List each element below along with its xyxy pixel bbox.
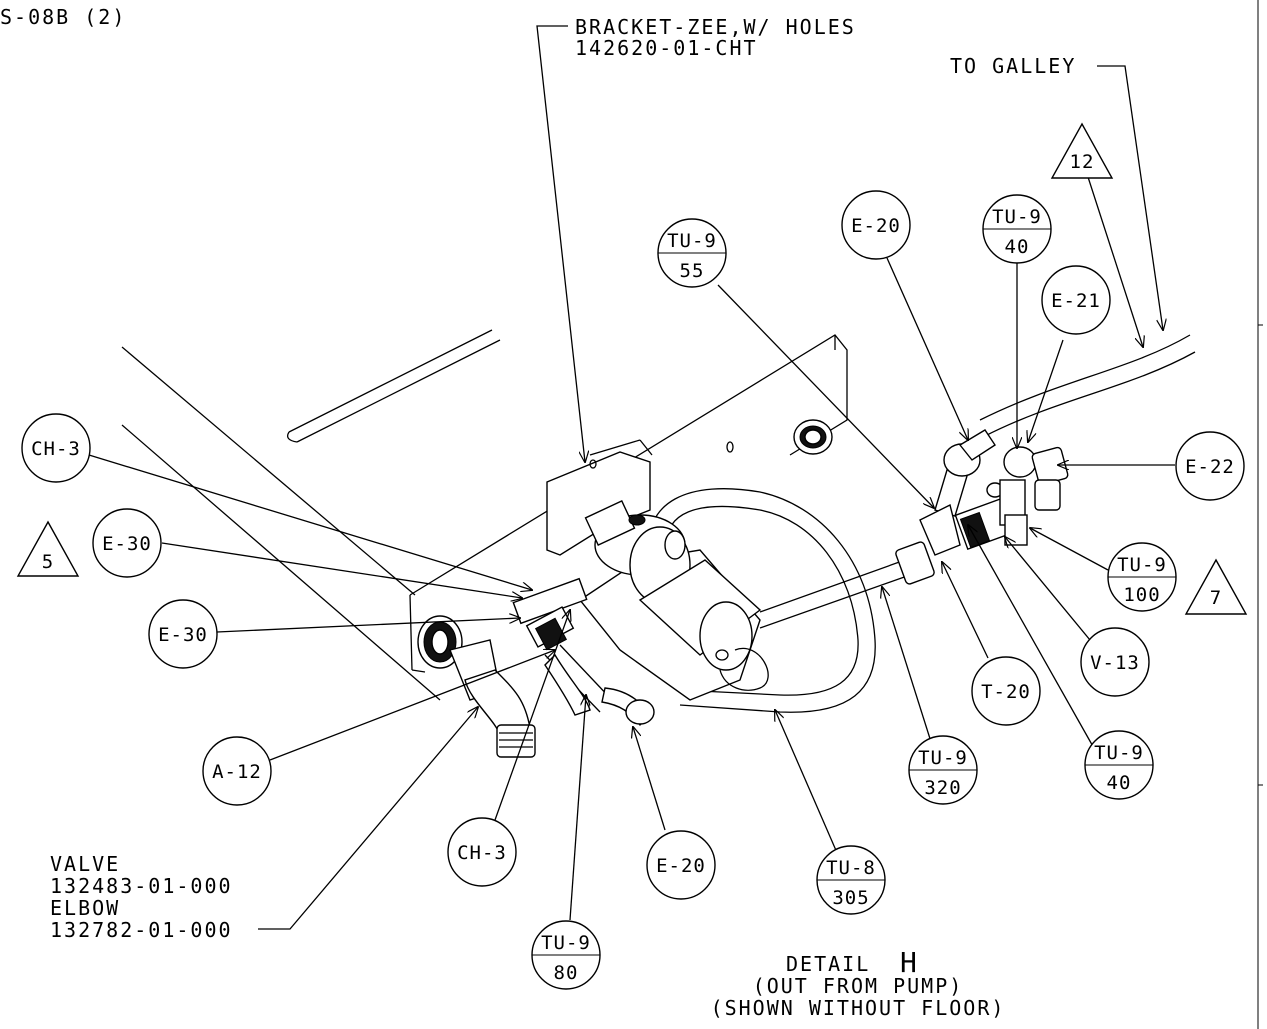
svg-text:TU-8: TU-8 — [826, 857, 876, 879]
bubble-e22: E-22 — [1175, 431, 1245, 501]
right-fittings — [895, 429, 1069, 585]
bracket-name-label: BRACKET-ZEE,W/ HOLES — [575, 15, 856, 39]
bubble-tu9-40-bottom: TU-9 40 — [1084, 730, 1154, 800]
svg-text:55: 55 — [680, 260, 705, 282]
bubble-e30-upper: E-30 — [92, 508, 162, 578]
bubble-tu9-80: TU-9 80 — [531, 920, 601, 990]
svg-text:V-13: V-13 — [1090, 652, 1140, 674]
detail-line1: (OUT FROM PUMP) — [753, 974, 964, 998]
flag-note-12: 12 — [1050, 122, 1114, 179]
svg-text:40: 40 — [1107, 772, 1132, 794]
bubble-e20-lower: E-20 — [646, 830, 716, 900]
flag-note-5: 5 — [16, 520, 80, 577]
svg-text:TU-9: TU-9 — [541, 932, 591, 954]
bubble-tu9-100: TU-9 100 — [1107, 542, 1177, 612]
valve-name-label: VALVE — [50, 852, 120, 876]
svg-text:E-20: E-20 — [656, 855, 706, 877]
bubble-a12: A-12 — [202, 736, 272, 806]
detail-title: DETAIL — [786, 952, 870, 976]
svg-text:40: 40 — [1005, 236, 1030, 258]
detail-line2: (SHOWN WITHOUT FLOOR) — [711, 996, 1006, 1020]
detail-letter: H — [900, 946, 917, 979]
valve-part-label: 132483-01-000 — [50, 874, 233, 898]
svg-text:80: 80 — [554, 962, 579, 984]
flag-note-7: 7 — [1184, 558, 1248, 615]
to-galley-label: TO GALLEY — [950, 54, 1076, 78]
bubble-ch3-lower: CH-3 — [447, 817, 517, 887]
svg-text:E-30: E-30 — [102, 533, 152, 555]
svg-text:TU-9: TU-9 — [1094, 742, 1144, 764]
bubble-tu9-55: TU-9 55 — [657, 218, 727, 288]
svg-text:TU-9: TU-9 — [667, 230, 717, 252]
corner-note: S-08B (2) — [0, 5, 126, 29]
bubble-ch3-upper: CH-3 — [21, 413, 91, 483]
bubble-e30-lower: E-30 — [148, 599, 218, 669]
svg-text:12: 12 — [1070, 151, 1095, 173]
bubble-tu9-40-top: TU-9 40 — [982, 194, 1052, 264]
svg-text:T-20: T-20 — [981, 681, 1031, 703]
pump — [578, 500, 769, 701]
bubble-e20-upper: E-20 — [841, 190, 911, 260]
elbow-part-label: 132782-01-000 — [50, 918, 233, 942]
svg-text:5: 5 — [42, 551, 54, 573]
svg-text:100: 100 — [1123, 584, 1160, 606]
leader-lines — [88, 25, 1175, 930]
bubble-tu8-305: TU-8 305 — [816, 845, 886, 915]
svg-text:A-12: A-12 — [212, 761, 262, 783]
svg-text:320: 320 — [924, 777, 961, 799]
bubble-t20: T-20 — [971, 656, 1041, 726]
svg-text:305: 305 — [832, 887, 869, 909]
bracket-part-label: 142620-01-CHT — [575, 36, 758, 60]
svg-text:TU-9: TU-9 — [992, 206, 1042, 228]
bubble-e21: E-21 — [1041, 265, 1111, 335]
tube-loop — [544, 334, 1196, 713]
svg-text:CH-3: CH-3 — [457, 842, 507, 864]
bubble-tu9-320: TU-9 320 — [908, 735, 978, 805]
svg-text:TU-9: TU-9 — [918, 747, 968, 769]
svg-text:CH-3: CH-3 — [31, 438, 81, 460]
svg-text:7: 7 — [1210, 587, 1222, 609]
svg-text:E-21: E-21 — [1051, 290, 1101, 312]
elbow-name-label: ELBOW — [50, 896, 120, 920]
tank-structure — [121, 329, 848, 701]
bubble-v13: V-13 — [1080, 627, 1150, 697]
svg-text:E-22: E-22 — [1185, 456, 1235, 478]
svg-text:TU-9: TU-9 — [1117, 554, 1167, 576]
svg-text:E-20: E-20 — [851, 215, 901, 237]
svg-text:E-30: E-30 — [158, 624, 208, 646]
